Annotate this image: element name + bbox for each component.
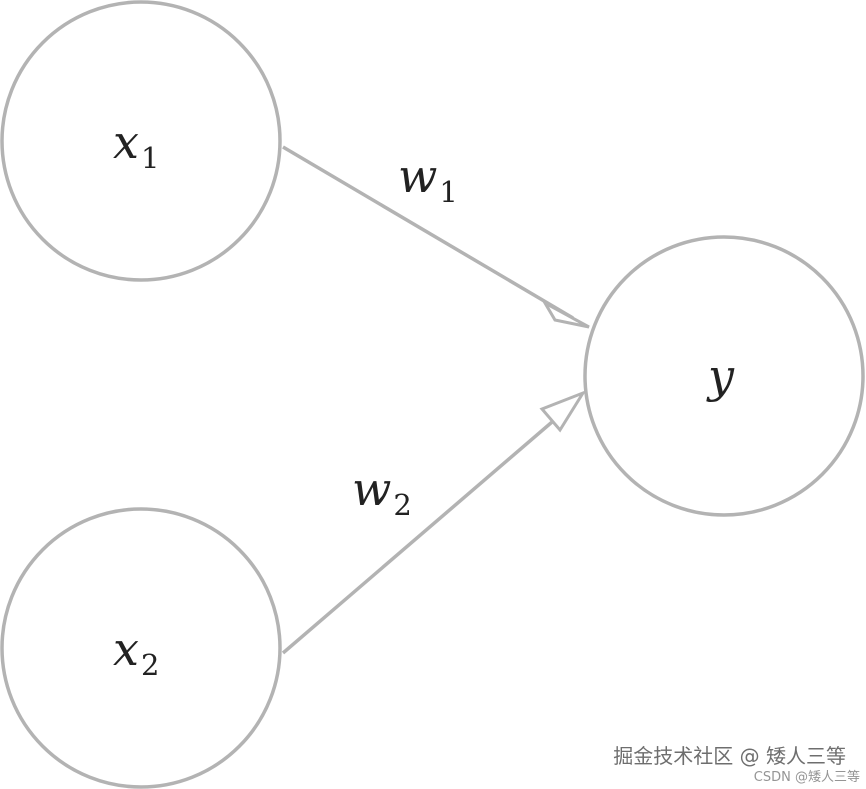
label-y-var: y [706,349,735,403]
label-w2-sub: 2 [393,488,411,522]
arrowhead-w1 [540,299,590,329]
edge-line-w1 [282,145,574,320]
node-x2 [0,507,282,789]
label-w1-sub: 1 [439,175,457,209]
label-x2-var: x [113,622,139,676]
watermark-text: 掘金技术社区 @ 矮人三等 [613,744,846,768]
label-w2: w2 [352,462,412,522]
label-x1: x1 [113,115,159,175]
edge-x2-to-y [281,389,587,655]
arrowhead-w2 [539,389,587,433]
edge-x1-to-y [282,145,590,329]
edge-line-w2 [281,402,575,655]
label-x1-var: x [113,115,139,169]
label-x2: x2 [113,622,159,682]
node-y [583,235,865,517]
label-w2-var: w [352,462,391,516]
node-x1 [0,0,282,282]
label-w1-var: w [398,149,437,203]
label-x1-sub: 1 [141,141,159,175]
label-x2-sub: 2 [141,648,159,682]
label-y: y [706,349,735,403]
watermark-secondary-text: CSDN @矮人三等 [753,770,860,785]
label-w1: w1 [398,149,458,209]
